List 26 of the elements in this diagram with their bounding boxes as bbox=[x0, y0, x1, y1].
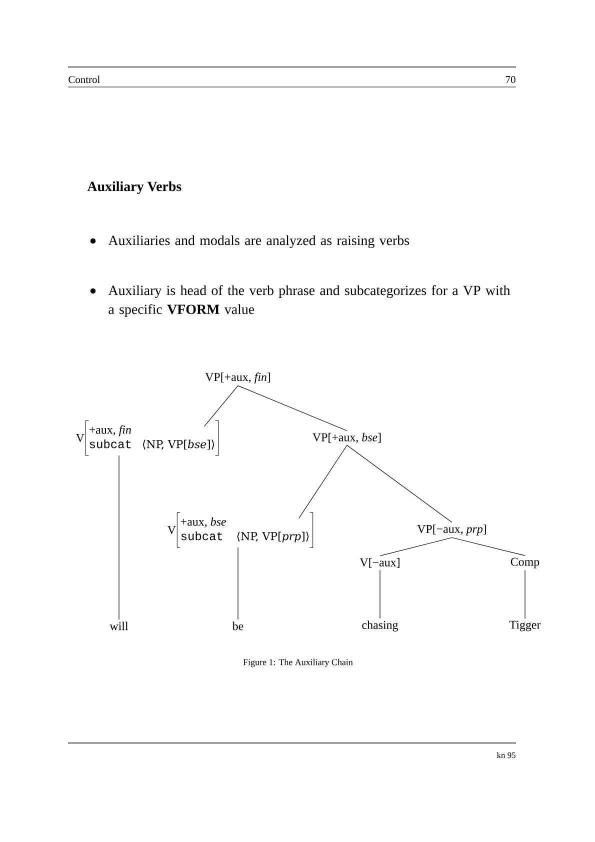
bullet-text: Auxiliaries and modals are analyzed as raising verbs bbox=[108, 235, 410, 248]
tree-branch bbox=[346, 444, 452, 523]
section-heading: Auxiliary Verbs bbox=[87, 181, 182, 194]
word: be bbox=[232, 622, 244, 630]
feature-matrix: +aux, bse subcat ⟨NP, VP[prp]⟩ V bbox=[167, 512, 314, 548]
tree-branch bbox=[452, 537, 526, 556]
tree-branch bbox=[380, 537, 452, 556]
tree-node-label: VP[+aux, bse] bbox=[312, 432, 381, 444]
running-head: Control bbox=[68, 76, 100, 84]
word: Tigger bbox=[510, 620, 541, 632]
page-number: 70 bbox=[506, 76, 516, 84]
tree-node-label: Comp bbox=[510, 558, 540, 568]
word: will bbox=[110, 622, 128, 630]
figure-caption: Figure 1: The Auxiliary Chain bbox=[243, 658, 353, 668]
tree-node-label: VP[+aux, fin] bbox=[205, 372, 270, 384]
tree-branch bbox=[238, 385, 348, 432]
tree-branch bbox=[298, 444, 348, 519]
bullet-text: Auxiliary is head of the verb phrase and subcategorizes for a VP with a specific VFORM value bbox=[108, 285, 510, 317]
tree-node-label: V[−aux] bbox=[360, 558, 400, 568]
footer-text: kn 95 bbox=[496, 752, 516, 758]
tree-branch bbox=[524, 570, 526, 619]
feature-matrix: +aux, fin subcat ⟨NP, VP[bse]⟩ V bbox=[76, 420, 219, 456]
tree-branch bbox=[204, 385, 238, 427]
word: chasing bbox=[362, 620, 398, 632]
tree-branch bbox=[118, 455, 120, 620]
tree-node-label: VP[−aux, prp] bbox=[417, 524, 486, 536]
